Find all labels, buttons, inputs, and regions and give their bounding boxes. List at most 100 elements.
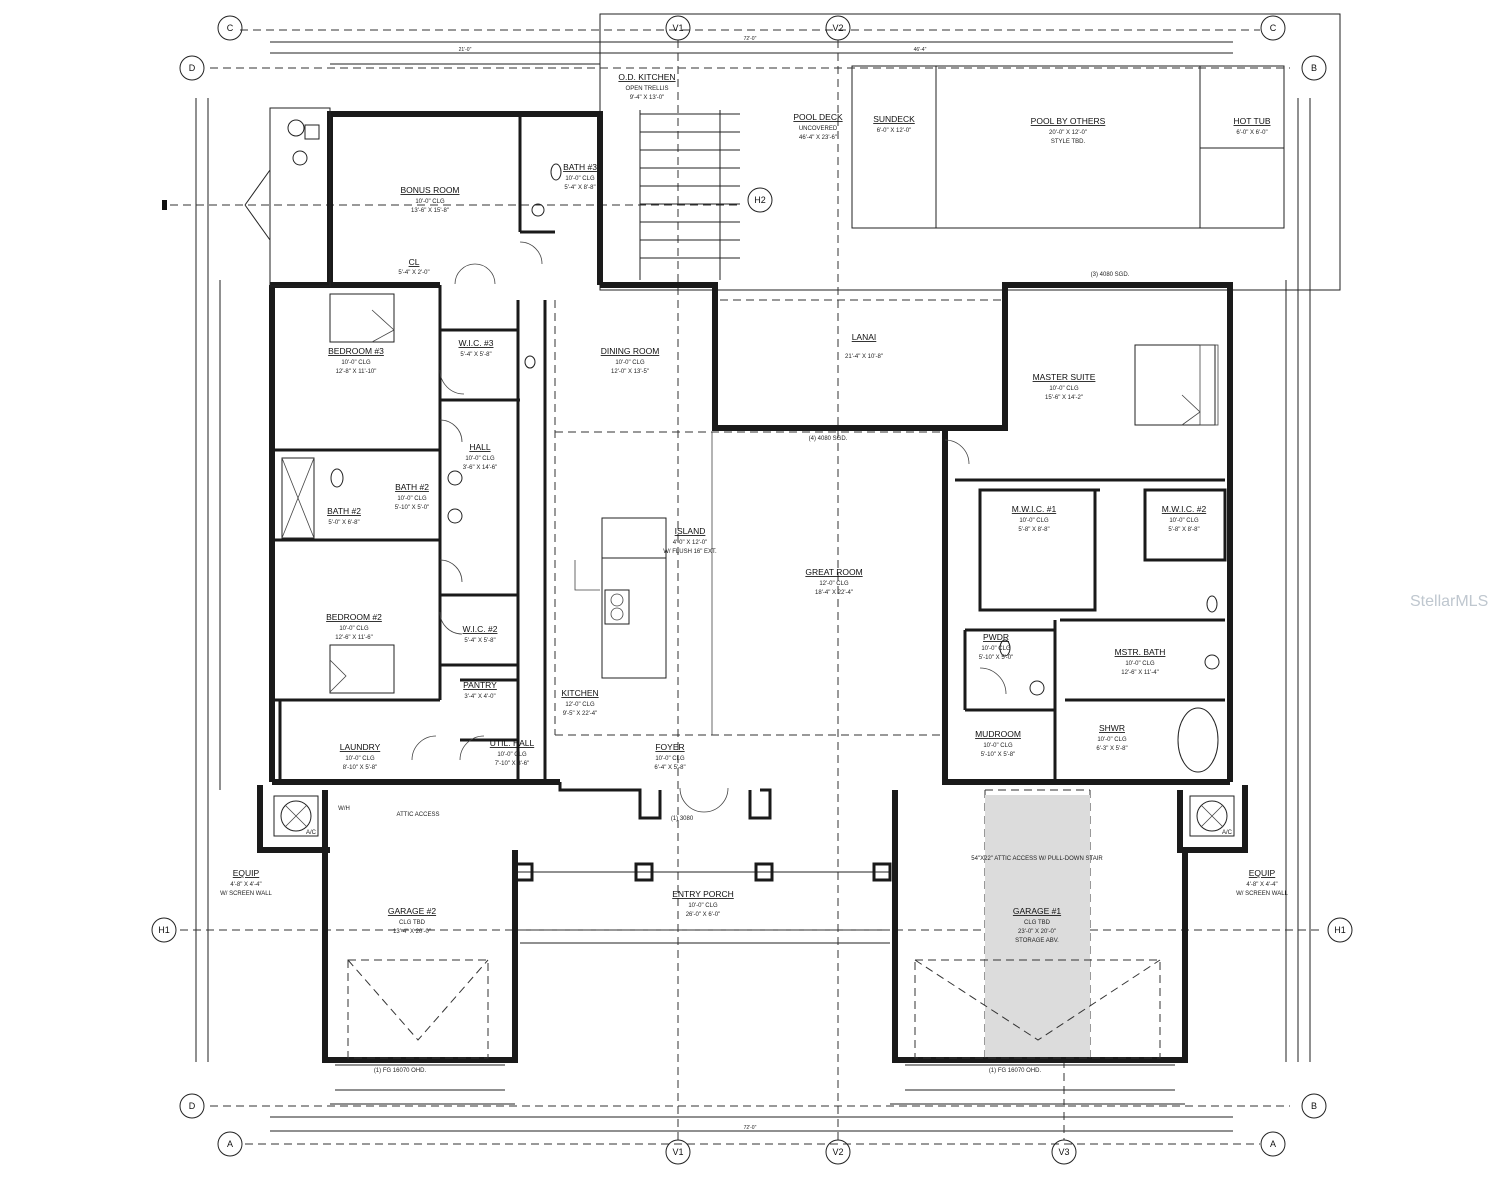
bedroom2-clg: 10'-0" CLG xyxy=(339,626,369,632)
attic-access-note: ATTIC ACCESS xyxy=(397,812,440,818)
mwic1-label: M.W.I.C. #1 xyxy=(1012,504,1057,514)
toilet-icons xyxy=(330,163,1218,657)
island-note: W/ FLUSH 16" EXT. xyxy=(663,549,717,555)
master-suite-clg: 10'-0" CLG xyxy=(1049,386,1079,392)
grid-lines xyxy=(170,29,1320,1145)
od-kitchen-label: O.D. KITCHEN xyxy=(618,72,675,82)
kitchen-label: KITCHEN xyxy=(561,688,598,698)
sundeck-label: SUNDECK xyxy=(873,114,915,124)
svg-text:A: A xyxy=(1270,1139,1276,1149)
ac-unit-left xyxy=(273,795,319,837)
kitchen-size: 9'-5" X 22'-4" xyxy=(563,711,598,717)
bubble-d-top: D xyxy=(179,55,205,81)
equip-right-label: EQUIP xyxy=(1249,868,1276,878)
equipment-top-left xyxy=(244,107,331,287)
ac-note-right: A/C xyxy=(1222,830,1233,836)
entry-porch-label: ENTRY PORCH xyxy=(672,889,734,899)
svg-text:H2: H2 xyxy=(754,195,766,205)
wic2-size: 5'-4" X 5'-8" xyxy=(464,638,495,644)
garage2-door xyxy=(335,959,505,1091)
bath3-clg: 10'-0" CLG xyxy=(565,176,595,182)
pool-door-note: (3) 4080 SGD. xyxy=(1091,272,1130,278)
svg-text:B: B xyxy=(1311,1101,1317,1111)
dining-label: DINING ROOM xyxy=(601,346,660,356)
garage2-clg: CLG TBD xyxy=(399,920,426,926)
bubble-h1-right: H1 xyxy=(1327,917,1353,943)
bubble-v1-top: V1 xyxy=(665,15,691,41)
bubble-v1-bottom: V1 xyxy=(665,1139,691,1165)
ac-unit-right xyxy=(1189,795,1235,837)
front-door-note: (1) 3080 xyxy=(671,816,694,822)
foyer-label: FOYER xyxy=(655,742,684,752)
storage-shading xyxy=(985,795,1090,1057)
mudroom-clg: 10'-0" CLG xyxy=(983,743,1013,749)
equip-left-label: EQUIP xyxy=(233,868,260,878)
util-hall-label: UTIL. HALL xyxy=(490,738,535,748)
bubble-b-bottom: B xyxy=(1301,1093,1327,1119)
pantry-label: PANTRY xyxy=(463,680,497,690)
wic3-label: W.I.C. #3 xyxy=(459,338,494,348)
mstr-bath-clg: 10'-0" CLG xyxy=(1125,661,1155,667)
lanai-size: 21'-4" X 10'-8" xyxy=(845,354,883,360)
mwic2-clg: 10'-0" CLG xyxy=(1169,518,1199,524)
hot-tub-size: 6'-0" X 6'-0" xyxy=(1236,130,1267,136)
interior-walls xyxy=(272,114,1227,782)
island-label: ISLAND xyxy=(675,526,706,536)
laundry-label: LAUNDRY xyxy=(340,742,381,752)
dim-bottom: 72'-0" xyxy=(744,1125,757,1131)
equip-left-size: 4'-8" X 4'-4" xyxy=(230,882,261,888)
cl-size: 5'-4" X 2'-0" xyxy=(398,270,429,276)
bubble-a-right: A xyxy=(1260,1131,1286,1157)
trellis xyxy=(639,110,740,280)
shwr-size: 6'-3" X 5'-8" xyxy=(1096,746,1127,752)
mwic2-label: M.W.I.C. #2 xyxy=(1162,504,1207,514)
garage1-size: 23'-0" X 20'-0" xyxy=(1018,929,1056,935)
foyer-clg: 10'-0" CLG xyxy=(655,756,685,762)
svg-text:C: C xyxy=(227,23,234,33)
bubble-d-bottom: D xyxy=(179,1093,205,1119)
laundry-clg: 10'-0" CLG xyxy=(345,756,375,762)
pwdr-size: 5'-10" X 5'-0" xyxy=(979,655,1014,661)
pool-size: 20'-0" X 12'-0" xyxy=(1049,130,1087,136)
bedroom3-label: BEDROOM #3 xyxy=(328,346,384,356)
mwic1-clg: 10'-0" CLG xyxy=(1019,518,1049,524)
bubble-h2: H2 xyxy=(747,187,773,213)
svg-text:B: B xyxy=(1311,63,1317,73)
lanai-label: LANAI xyxy=(852,332,877,342)
svg-text:V3: V3 xyxy=(1058,1147,1069,1157)
wh-note: W/H xyxy=(338,806,350,812)
util-hall-clg: 10'-0" CLG xyxy=(497,752,527,758)
pool-deck-label: POOL DECK xyxy=(793,112,843,122)
island-size: 4'-0" X 12'-0" xyxy=(673,540,708,546)
pool-label: POOL BY OTHERS xyxy=(1031,116,1106,126)
hall-clg: 10'-0" CLG xyxy=(465,456,495,462)
mwic2-size: 5'-8" X 8'-8" xyxy=(1168,527,1199,533)
wic3-size: 5'-4" X 5'-8" xyxy=(460,352,491,358)
wic2-label: W.I.C. #2 xyxy=(463,624,498,634)
mudroom-size: 5'-10" X 5'-8" xyxy=(981,752,1016,758)
bedroom3-size: 12'-8" X 11'-10" xyxy=(336,369,377,375)
bed-bedroom3 xyxy=(329,293,395,343)
svg-text:D: D xyxy=(189,63,196,73)
hall-size: 3'-6" X 14'-6" xyxy=(463,465,498,471)
master-suite-size: 15'-6" X 14'-2" xyxy=(1045,395,1083,401)
garage1-label: GARAGE #1 xyxy=(1013,906,1061,916)
svg-text:V2: V2 xyxy=(832,1147,843,1157)
bath2-clg: 10'-0" CLG xyxy=(397,496,427,502)
garage-door-right-note: (1) FG 16070 OHD. xyxy=(989,1068,1042,1074)
dimension-lines xyxy=(195,41,1311,1132)
great-room-clg: 12'-0" CLG xyxy=(819,581,849,587)
dim-top: 72'-0" xyxy=(744,36,757,42)
pool-area-outline xyxy=(599,13,1341,291)
bed-master xyxy=(1134,344,1219,426)
exterior-walls xyxy=(257,111,1248,1063)
island-counter xyxy=(574,517,667,679)
svg-text:V1: V1 xyxy=(672,23,683,33)
section-marker xyxy=(162,200,167,210)
bath-alt-size: 5'-0" X 6'-8" xyxy=(328,520,359,526)
pwdr-clg: 10'-0" CLG xyxy=(981,646,1011,652)
bedroom3-clg: 10'-0" CLG xyxy=(341,360,371,366)
bonus-room-clg: 10'-0" CLG xyxy=(415,199,445,205)
equip-left-note: W/ SCREEN WALL xyxy=(220,891,272,897)
